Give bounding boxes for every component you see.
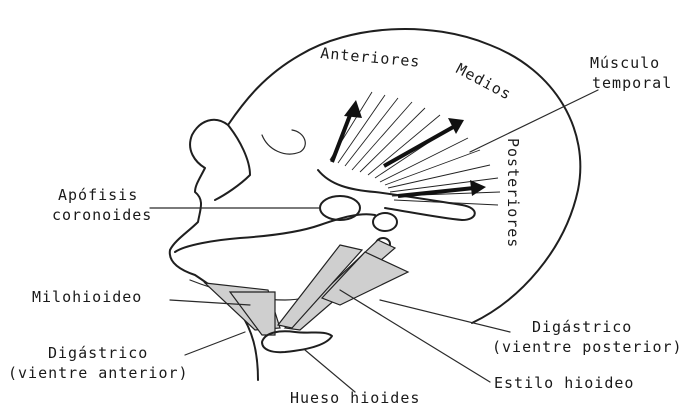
label-apofisis-2: coronoides [52, 206, 152, 224]
label-posteriores: Posteriores [504, 138, 522, 248]
face-profile [215, 125, 250, 200]
label-apofisis-1: Apófisis [58, 186, 138, 204]
zygomatic-arch [318, 170, 475, 220]
arrow-medial [384, 118, 464, 166]
label-digastrico-posterior-2: (vientre posterior) [492, 338, 683, 356]
label-musculo-temporal-1: Músculo [590, 54, 660, 72]
label-medios: Medios [453, 60, 515, 104]
label-musculo-temporal-2: temporal [592, 74, 672, 92]
leader-hueso-hioides [305, 350, 355, 392]
arrow-anterior [332, 100, 362, 162]
label-milohioideo: Milohioideo [32, 288, 142, 306]
eye-socket [262, 130, 305, 154]
label-digastrico-anterior-2: (vientre anterior) [8, 364, 189, 382]
label-hueso-hioides: Hueso hioides [290, 389, 420, 407]
leader-digastrico-posterior [380, 300, 510, 332]
leader-digastrico-anterior [185, 332, 245, 355]
leader-estilo-hioideo [340, 290, 490, 382]
condyle [373, 213, 397, 231]
label-anteriores: Anteriores [320, 44, 421, 71]
label-estilo-hioideo: Estilo hioideo [494, 374, 634, 392]
label-digastrico-anterior-1: Digástrico [48, 344, 148, 362]
coronoid-process [320, 196, 360, 220]
label-digastrico-posterior-1: Digástrico [532, 318, 632, 336]
